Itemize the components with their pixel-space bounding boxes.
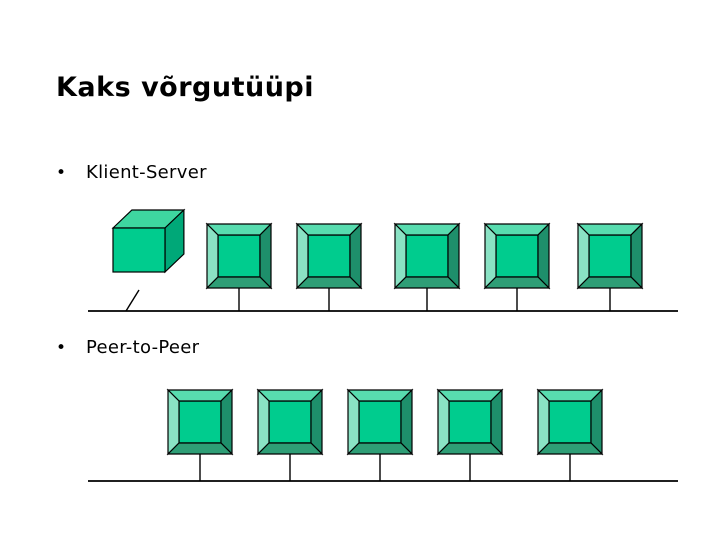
cube-face-front xyxy=(112,227,166,273)
bullet-label-klient-server: Klient-Server xyxy=(86,162,207,183)
node-bevel-bottom xyxy=(576,276,644,289)
network-node-peer[interactable] xyxy=(536,388,604,456)
network-node-server-cube[interactable] xyxy=(111,208,186,274)
bullet-point-icon: • xyxy=(56,338,67,358)
node-bevel-bottom xyxy=(256,442,324,455)
node-bevel-bottom xyxy=(483,276,551,289)
bullet-item-peer-to-peer: • Peer-to-Peer xyxy=(56,337,199,358)
node-face xyxy=(217,234,261,278)
node-bevel-bottom xyxy=(436,442,504,455)
node-face xyxy=(268,400,312,444)
network-node-peer[interactable] xyxy=(256,388,324,456)
node-face xyxy=(358,400,402,444)
node-bevel-bottom xyxy=(205,276,273,289)
node-face xyxy=(448,400,492,444)
node-face xyxy=(588,234,632,278)
node-bevel-bottom xyxy=(346,442,414,455)
peer-to-peer-network xyxy=(88,388,678,482)
network-node-client[interactable] xyxy=(393,222,461,290)
node-face xyxy=(178,400,222,444)
network-node-peer[interactable] xyxy=(346,388,414,456)
node-bevel-bottom xyxy=(393,276,461,289)
page-title: Kaks võrgutüüpi xyxy=(56,72,315,103)
network-drop-line-server xyxy=(125,289,140,312)
node-bevel-bottom xyxy=(166,442,234,455)
node-face xyxy=(307,234,351,278)
node-face xyxy=(495,234,539,278)
bullet-label-peer-to-peer: Peer-to-Peer xyxy=(86,337,200,358)
node-bevel-bottom xyxy=(536,442,604,455)
network-node-client[interactable] xyxy=(576,222,644,290)
node-bevel-bottom xyxy=(295,276,363,289)
bullet-item-klient-server: • Klient-Server xyxy=(56,162,207,183)
network-node-peer[interactable] xyxy=(436,388,504,456)
node-face xyxy=(405,234,449,278)
network-node-client[interactable] xyxy=(483,222,551,290)
client-server-network xyxy=(88,208,678,312)
network-node-peer[interactable] xyxy=(166,388,234,456)
bullet-point-icon: • xyxy=(56,163,67,183)
network-node-client[interactable] xyxy=(295,222,363,290)
network-node-client[interactable] xyxy=(205,222,273,290)
node-face xyxy=(548,400,592,444)
